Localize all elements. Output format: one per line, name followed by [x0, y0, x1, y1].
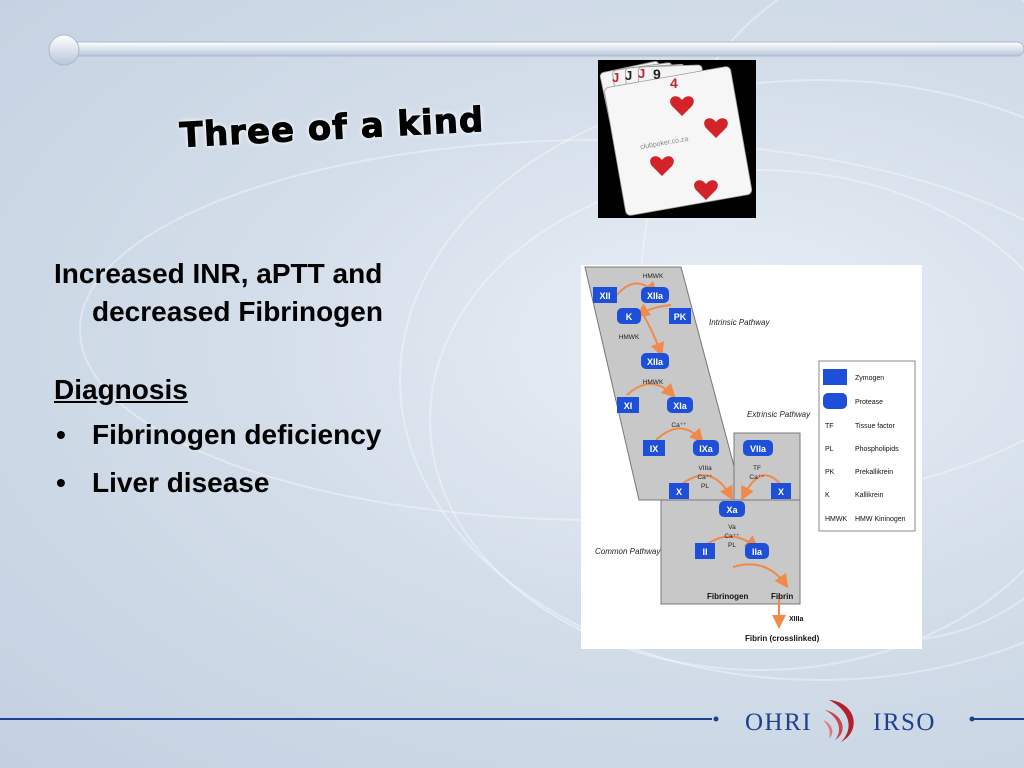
- factor-label: XIIa: [647, 357, 664, 367]
- zymogen-swatch: [823, 369, 847, 385]
- factor-x-right: [771, 483, 791, 499]
- ohri-irso-logo: OHRI IRSO: [745, 700, 936, 742]
- factor-xi: [617, 397, 639, 413]
- logo-right-text: IRSO: [873, 709, 936, 736]
- factor-label: IXa: [699, 444, 714, 454]
- diagram-legend: [818, 360, 916, 532]
- factor-label: Xa: [726, 505, 738, 515]
- factor-xa: [719, 501, 745, 517]
- factor-label: XII: [599, 291, 610, 301]
- factor-iia: [745, 543, 769, 559]
- heart-icon: [650, 156, 674, 176]
- legend-label: Tissue factor: [855, 423, 895, 430]
- list-item: • Fibrinogen deficiency: [54, 411, 534, 459]
- legend-key: PL: [825, 446, 834, 453]
- heart-icon: [670, 96, 694, 116]
- lab-summary: Increased INR, aPTT and decreased Fibrin…: [54, 255, 534, 331]
- legend-label: Protease: [855, 399, 883, 406]
- card-rank-3: J: [638, 66, 645, 81]
- top-decorative-bar: [48, 34, 1024, 66]
- diagnosis-heading: Diagnosis: [54, 374, 188, 405]
- factor-label: K: [626, 312, 633, 322]
- factor-xii: [593, 287, 617, 303]
- cofactor-label: Ca⁺⁺: [697, 474, 713, 481]
- factor-label: X: [778, 487, 784, 497]
- factor-xiia-2: [641, 353, 669, 369]
- intrinsic-pathway-label: Intrinsic Pathway: [709, 318, 770, 327]
- factor-label: PK: [674, 312, 687, 322]
- xiiia-label: XIIIa: [789, 616, 804, 623]
- card-rank-1: J: [612, 70, 619, 85]
- footer-divider: [0, 716, 1024, 722]
- lab-summary-line2: decreased Fibrinogen: [92, 296, 383, 327]
- extrinsic-pathway-label: Extrinsic Pathway: [747, 410, 811, 419]
- legend-label: Kallikrein: [855, 492, 884, 499]
- bullet-icon: •: [56, 467, 66, 498]
- coagulation-pathway-diagram: XII XIIa K PK XIIa XI XIa IX IXa VIIa X …: [581, 265, 922, 649]
- logo-left-text: OHRI: [745, 709, 812, 736]
- factor-label: VIIa: [750, 444, 767, 454]
- legend-key: TF: [825, 423, 834, 430]
- playing-cards-image: J J J 9 4 clubpoker.co.za: [598, 60, 756, 218]
- heart-icon: [694, 180, 718, 200]
- factor-label: X: [676, 487, 682, 497]
- legend-label: Zymogen: [855, 375, 884, 382]
- protease-swatch: [823, 393, 847, 409]
- cofactor-label: Ca⁺⁺: [724, 533, 740, 540]
- legend-key: HMWK: [825, 516, 847, 523]
- legend-key: PK: [825, 469, 835, 476]
- factor-ii: [695, 543, 715, 559]
- body-text: Increased INR, aPTT and decreased Fibrin…: [54, 255, 534, 507]
- legend-label: Phospholipids: [855, 446, 899, 453]
- legend-label: Prekallikrein: [855, 469, 893, 476]
- factor-ixa: [693, 440, 719, 456]
- bullet-icon: •: [56, 419, 66, 450]
- diagnosis-item: Liver disease: [92, 467, 270, 498]
- cofactor-label: Ca⁺⁺: [749, 474, 765, 481]
- factor-label: XIIa: [647, 291, 664, 301]
- hmwk-label: HMWK: [619, 334, 640, 341]
- diagnosis-item: Fibrinogen deficiency: [92, 419, 382, 450]
- factor-xiia: [641, 287, 669, 303]
- card-rank-5: 4: [670, 75, 678, 91]
- cofactor-label: PL: [728, 542, 736, 549]
- legend-key: K: [825, 492, 830, 499]
- factor-label: XI: [624, 401, 633, 411]
- factor-ix: [643, 440, 665, 456]
- legend-label: HMW Kininogen: [855, 516, 906, 523]
- fibrin-label: Fibrin: [771, 592, 793, 601]
- common-pathway-label: Common Pathway: [595, 547, 661, 556]
- hmwk-label: HMWK: [643, 379, 664, 386]
- card-rank-4: 9: [653, 66, 661, 82]
- cofactor-label: TF: [753, 465, 761, 472]
- factor-label: XIa: [673, 401, 688, 411]
- cofactor-label: Ca⁺⁺: [671, 422, 687, 429]
- factor-pk: [669, 308, 691, 324]
- heart-icon: [704, 118, 728, 138]
- card-rank-2: J: [625, 68, 632, 83]
- factor-label: IIa: [752, 547, 763, 557]
- lab-summary-line1: Increased INR, aPTT and: [54, 258, 383, 289]
- hmwk-label: HMWK: [643, 273, 664, 280]
- cofactor-label: Va: [728, 524, 736, 531]
- diagnosis-list: • Fibrinogen deficiency • Liver disease: [54, 411, 534, 507]
- factor-label: II: [702, 547, 707, 557]
- logo-swirl-icon: [823, 700, 854, 742]
- factor-viia: [743, 440, 773, 456]
- fibrinogen-label: Fibrinogen: [707, 592, 748, 601]
- factor-x-left: [669, 483, 689, 499]
- factor-xia: [667, 397, 693, 413]
- cofactor-label: VIIIa: [698, 465, 712, 472]
- cofactor-label: PL: [701, 483, 709, 490]
- list-item: • Liver disease: [54, 459, 534, 507]
- factor-k: [617, 308, 641, 324]
- factor-label: IX: [650, 444, 659, 454]
- fibrin-crosslinked-label: Fibrin (crosslinked): [745, 634, 820, 643]
